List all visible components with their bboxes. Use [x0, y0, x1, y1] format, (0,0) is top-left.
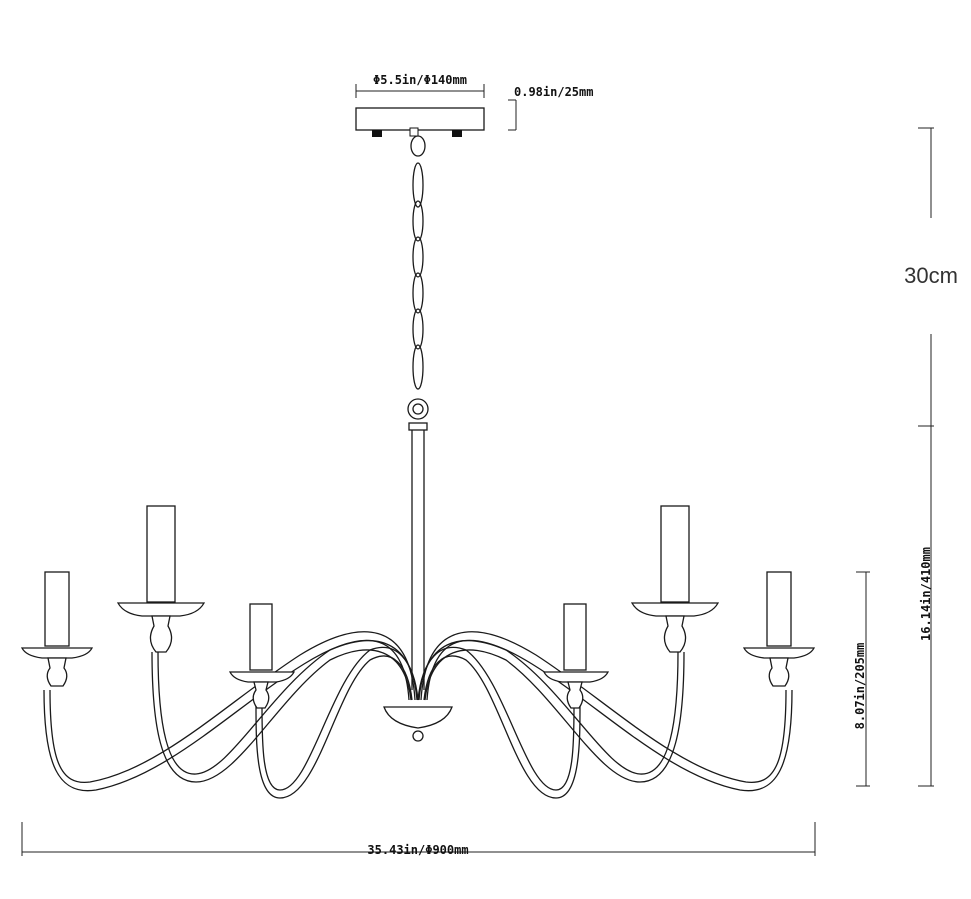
- canopy-height-dimension: 0.98in/25mm: [508, 85, 593, 131]
- total-height-dimension: 16.14in/410mm: [918, 425, 934, 787]
- total-width-label: 35.43in/Φ900mm: [367, 843, 468, 857]
- body-height-dimension: 8.07in/205mm: [853, 571, 870, 787]
- candle-tall-left: [116, 505, 206, 653]
- ceiling-canopy: [355, 107, 485, 137]
- candle-small-left: [228, 603, 296, 709]
- canopy-height-label: 0.98in/25mm: [514, 85, 593, 99]
- candle-tall-right: [630, 505, 720, 653]
- chain-length-dimension: 30cm: [904, 127, 958, 426]
- body-height-label: 8.07in/205mm: [853, 643, 867, 730]
- hanging-chain: [407, 135, 429, 420]
- candle-far-left: [20, 571, 94, 687]
- total-height-label: 16.14in/410mm: [919, 547, 933, 641]
- candle-small-right: [542, 603, 610, 709]
- chain-length-label: 30cm: [904, 263, 958, 288]
- canopy-diameter-dimension: Φ5.5in/Φ140mm: [355, 73, 485, 98]
- arms: [43, 631, 793, 799]
- canopy-diameter-label: Φ5.5in/Φ140mm: [373, 73, 467, 87]
- total-width-dimension: 35.43in/Φ900mm: [21, 822, 816, 857]
- center-rod: [383, 422, 453, 742]
- candle-far-right: [742, 571, 816, 687]
